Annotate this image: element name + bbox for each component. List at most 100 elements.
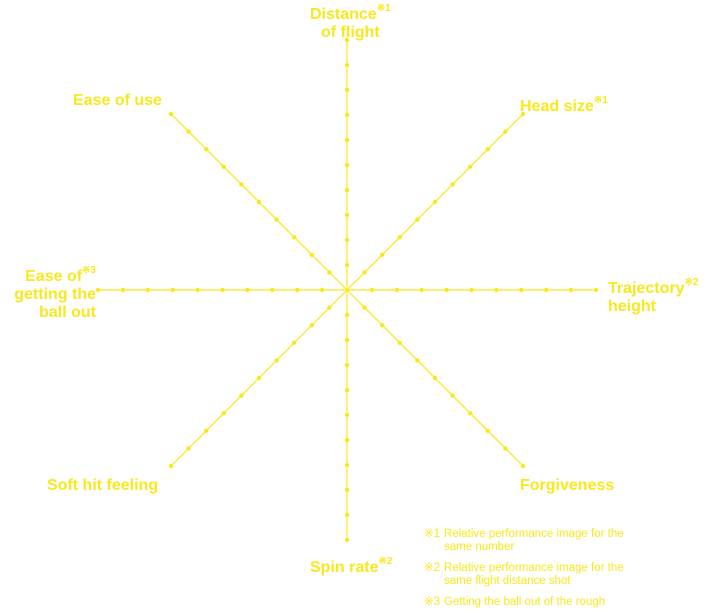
axis-tick-trajectory — [444, 287, 449, 293]
axis-tick-forgiveness — [397, 340, 402, 345]
axis-label-head-size-text: Head size — [520, 98, 594, 115]
axis-tick-trajectory — [568, 287, 574, 293]
axis-label-soft-hit: Soft hit feeling — [47, 477, 158, 495]
axis-tick-distance — [344, 112, 350, 118]
axis-tick-trajectory — [419, 287, 424, 293]
axis-tick-distance — [344, 37, 350, 43]
axis-tick-forgiveness — [485, 428, 490, 433]
axis-tick-ease-getting-out — [220, 287, 225, 293]
axis-tick-ease-of-use — [327, 270, 332, 275]
axis-tick-spin-rate — [344, 362, 350, 368]
axis-tick-forgiveness — [415, 358, 420, 363]
footnote-mark: ※2 — [684, 277, 699, 288]
axis-tick-soft-hit — [168, 463, 174, 469]
axis-tick-forgiveness — [468, 411, 473, 416]
axis-tick-trajectory — [593, 287, 599, 293]
axis-tick-head-size — [503, 129, 508, 134]
axis-tick-trajectory — [519, 287, 524, 293]
axis-tick-soft-hit — [186, 446, 191, 451]
footnote-2-mark: ※2 — [424, 562, 441, 574]
axis-label-spin-rate-text: Spin rate — [310, 559, 379, 576]
axis-tick-soft-hit — [292, 340, 297, 345]
axis-tick-distance — [344, 137, 350, 143]
axis-tick-distance — [344, 162, 350, 168]
axis-tick-distance — [344, 87, 350, 93]
axis-tick-spin-rate — [344, 312, 350, 318]
axis-tick-soft-hit — [256, 375, 262, 381]
axis-tick-trajectory — [469, 287, 474, 293]
footnote-mark: ※1 — [376, 3, 391, 14]
axis-tick-spin-rate — [344, 437, 350, 443]
axis-tick-head-size — [397, 235, 402, 240]
axis-tick-distance — [344, 212, 350, 218]
axis-tick-spin-rate — [344, 337, 350, 343]
axis-tick-distance — [344, 262, 350, 268]
axis-tick-ease-getting-out — [295, 287, 300, 293]
axis-tick-ease-of-use — [239, 182, 244, 187]
footnote-mark: ※2 — [378, 556, 393, 567]
axis-tick-spin-rate — [344, 512, 350, 518]
axis-label-trajectory: Trajectory※2 height — [608, 274, 698, 316]
axis-tick-soft-hit — [327, 305, 332, 310]
axis-tick-head-size — [380, 252, 385, 257]
axis-tick-head-size — [362, 270, 367, 275]
axis-tick-soft-hit — [204, 428, 209, 433]
axis-tick-ease-getting-out — [170, 287, 175, 293]
axis-tick-ease-getting-out — [195, 287, 200, 293]
footnote-3-mark: ※3 — [424, 596, 441, 608]
footnote-mark: ※3 — [82, 265, 96, 276]
axis-tick-spin-rate — [344, 387, 350, 393]
axis-tick-forgiveness — [450, 393, 455, 398]
footnote-1-line2: same number — [444, 541, 515, 553]
axis-tick-ease-of-use — [256, 199, 262, 205]
axis-tick-soft-hit — [221, 411, 226, 416]
axis-label-forgiveness-text: Forgiveness — [520, 477, 615, 494]
footnote-1-mark: ※1 — [424, 528, 441, 540]
axis-tick-ease-of-use — [309, 252, 314, 257]
axis-tick-ease-getting-out — [95, 287, 101, 293]
axis-tick-ease-of-use — [292, 235, 297, 240]
axis-tick-trajectory — [394, 287, 399, 293]
axis-tick-spin-rate — [344, 487, 350, 493]
axis-tick-ease-of-use — [204, 147, 209, 152]
axis-label-head-size: Head size※1 — [520, 92, 608, 116]
axis-tick-soft-hit — [239, 393, 244, 398]
axis-tick-head-size — [520, 111, 526, 117]
axis-tick-forgiveness — [503, 446, 508, 451]
axis-label-ease-getting-out-line1: Ease of — [25, 268, 83, 285]
axis-label-distance-line2: of flight — [321, 24, 380, 41]
axis-label-ease-getting-out-line2: getting the — [14, 286, 96, 303]
axis-label-ease-getting-out-line3: ball out — [39, 304, 96, 321]
axis-label-trajectory-line2: height — [608, 298, 656, 315]
axis-tick-ease-of-use — [221, 164, 226, 169]
footnote-2-line1: Relative performance image for the — [444, 562, 624, 574]
axis-tick-head-size — [468, 164, 473, 169]
footnote-3-line1: Getting the ball out of the rough — [444, 596, 606, 608]
axis-tick-head-size — [485, 147, 490, 152]
axis-tick-trajectory — [494, 287, 499, 293]
axis-tick-head-size — [450, 182, 455, 187]
axis-label-ease-of-use-text: Ease of use — [73, 92, 162, 109]
axis-tick-ease-getting-out — [319, 287, 325, 293]
axis-tick-forgiveness — [520, 463, 526, 469]
axis-tick-trajectory — [544, 287, 549, 293]
axis-tick-head-size — [432, 199, 438, 205]
axis-tick-forgiveness — [362, 305, 367, 310]
axis-label-forgiveness: Forgiveness — [520, 477, 614, 495]
axis-tick-forgiveness — [380, 323, 385, 328]
axis-tick-distance — [344, 62, 350, 68]
axis-label-soft-hit-text: Soft hit feeling — [47, 477, 159, 494]
axis-tick-soft-hit — [309, 323, 314, 328]
axis-tick-spin-rate — [344, 537, 350, 543]
axis-tick-ease-of-use — [168, 111, 174, 117]
axis-tick-spin-rate — [344, 412, 350, 418]
axis-label-ease-of-use: Ease of use — [73, 92, 162, 110]
axis-label-trajectory-line1: Trajectory — [608, 280, 685, 297]
axis-tick-ease-getting-out — [120, 287, 126, 293]
axis-tick-trajectory — [369, 287, 375, 293]
axis-label-distance: Distance※1 of flight — [310, 0, 391, 42]
axis-label-ease-getting-out: Ease of※3 getting the ball out — [0, 262, 96, 322]
